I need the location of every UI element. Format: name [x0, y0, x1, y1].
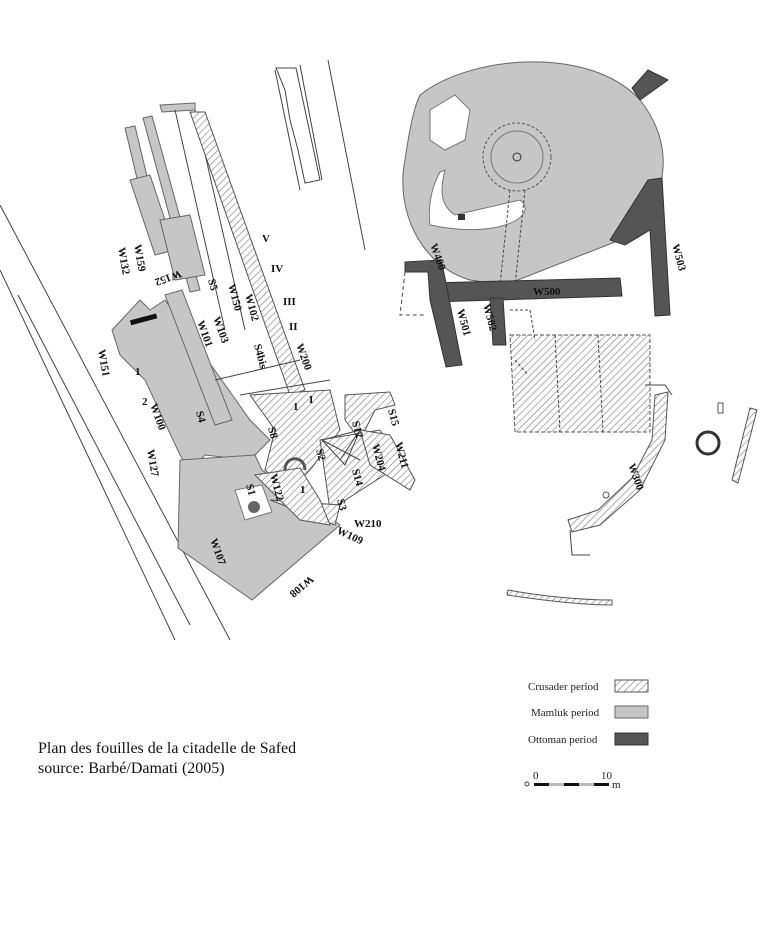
- label-2: 2: [142, 396, 148, 408]
- legend-ottoman-swatch: [614, 732, 649, 746]
- label-w501: W501: [454, 308, 473, 338]
- label-roman-iv: IV: [271, 263, 283, 275]
- scale-end: 10: [601, 770, 613, 782]
- label-1: 1: [135, 366, 141, 378]
- crusader-wall-main: [189, 111, 416, 526]
- label-s3: S3: [334, 498, 349, 513]
- legend-crusader-swatch: [614, 679, 649, 693]
- label-w159: W159: [131, 243, 148, 273]
- east-marker: [717, 402, 724, 414]
- west-complex: [111, 102, 341, 601]
- label-roman-i: I: [309, 394, 313, 406]
- label-s2: S2: [313, 448, 328, 463]
- south-arc-wall: [506, 589, 613, 606]
- road-lines: [0, 59, 366, 641]
- label-w132: W132: [115, 246, 132, 276]
- label-w210: W210: [354, 518, 382, 530]
- ottoman-walls: [399, 69, 671, 368]
- north-wall-outline: [275, 67, 321, 184]
- label-w151: W151: [95, 348, 112, 377]
- label-w127: W127: [144, 448, 161, 478]
- legend: Crusader period Mamluk period Ottoman pe…: [528, 679, 649, 746]
- label-roman-v: V: [262, 233, 270, 245]
- small-circle: [602, 491, 610, 499]
- east-fragment: [731, 407, 758, 484]
- caption-title: Plan des fouilles de la citadelle de Saf…: [38, 740, 297, 757]
- legend-crusader-label: Crusader period: [528, 681, 599, 693]
- figure-caption: Plan des fouilles de la citadelle de Saf…: [38, 739, 296, 779]
- caption-source: source: Barbé/Damati (2005): [38, 760, 225, 777]
- label-s4: S4: [193, 410, 208, 425]
- label-w152: W152: [153, 267, 183, 288]
- scale-bar: 0 10 m: [524, 770, 621, 791]
- label-s8: S8: [265, 426, 280, 441]
- label-s14: S14: [349, 468, 365, 488]
- legend-mamluk-label: Mamluk period: [531, 707, 600, 719]
- label-s5: S5: [205, 278, 220, 293]
- label-w150: W150: [225, 283, 244, 313]
- label-s1: S1: [243, 483, 258, 497]
- wall-w300: [567, 391, 669, 533]
- label-roman-ii: II: [289, 321, 298, 333]
- scale-start: 0: [533, 770, 539, 782]
- label-s4bis: S4bis: [251, 343, 269, 371]
- round-tower: [402, 61, 664, 286]
- label-s12: S12: [349, 420, 365, 440]
- wall-w300-outline: [569, 384, 673, 556]
- label-s15: S15: [385, 408, 401, 428]
- scale-unit: m: [612, 779, 621, 791]
- well-ring: [695, 430, 721, 456]
- label-roman-iii: III: [283, 296, 296, 308]
- legend-mamluk-swatch: [614, 705, 649, 719]
- label-1b: 1: [300, 484, 306, 496]
- label-w500: W500: [533, 286, 561, 298]
- label-w503: W503: [669, 243, 688, 273]
- legend-ottoman-label: Ottoman period: [528, 734, 598, 746]
- crusader-hall-east: [509, 309, 651, 433]
- label-1c: 1: [293, 401, 299, 413]
- label-w108: W108: [287, 573, 316, 600]
